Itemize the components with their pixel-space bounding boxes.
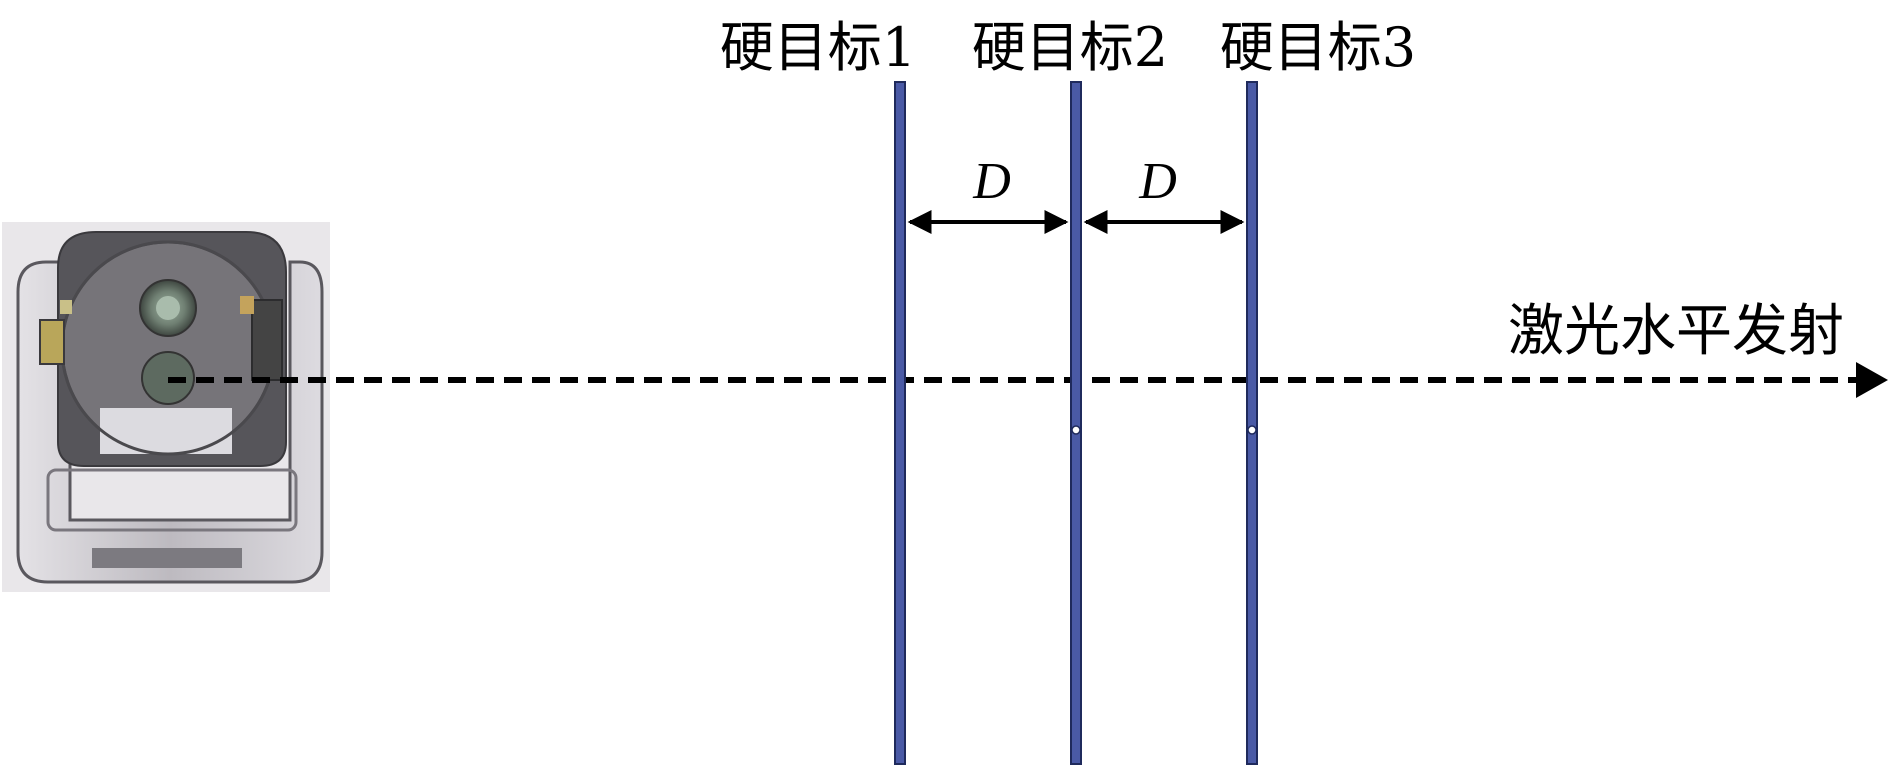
distance-2-label: D	[1138, 153, 1177, 210]
distance-1-label: D	[972, 153, 1011, 210]
right-mount-bolt	[240, 296, 254, 314]
hard-target-1	[894, 81, 906, 765]
target-3-label: 硬目标3	[1220, 16, 1416, 79]
hard-target-2	[1070, 81, 1082, 765]
device-frame	[16, 260, 324, 584]
device-plate	[100, 408, 232, 454]
target-2-label: 硬目标2	[972, 16, 1168, 79]
right-mount	[251, 299, 283, 381]
laser-device	[2, 222, 330, 592]
target-1-label: 硬目标1	[720, 16, 916, 79]
beam-label: 激光水平发射	[1508, 299, 1844, 364]
left-mount	[39, 319, 65, 365]
device-frame-inner	[46, 468, 298, 532]
target-2-mark	[1071, 425, 1081, 435]
hard-target-3	[1246, 81, 1258, 765]
target-3-mark	[1247, 425, 1257, 435]
left-mount-bolt	[60, 300, 72, 314]
laser-beam-arrowhead	[1856, 362, 1888, 398]
upper-lens-center	[156, 296, 180, 320]
device-base	[92, 548, 242, 568]
